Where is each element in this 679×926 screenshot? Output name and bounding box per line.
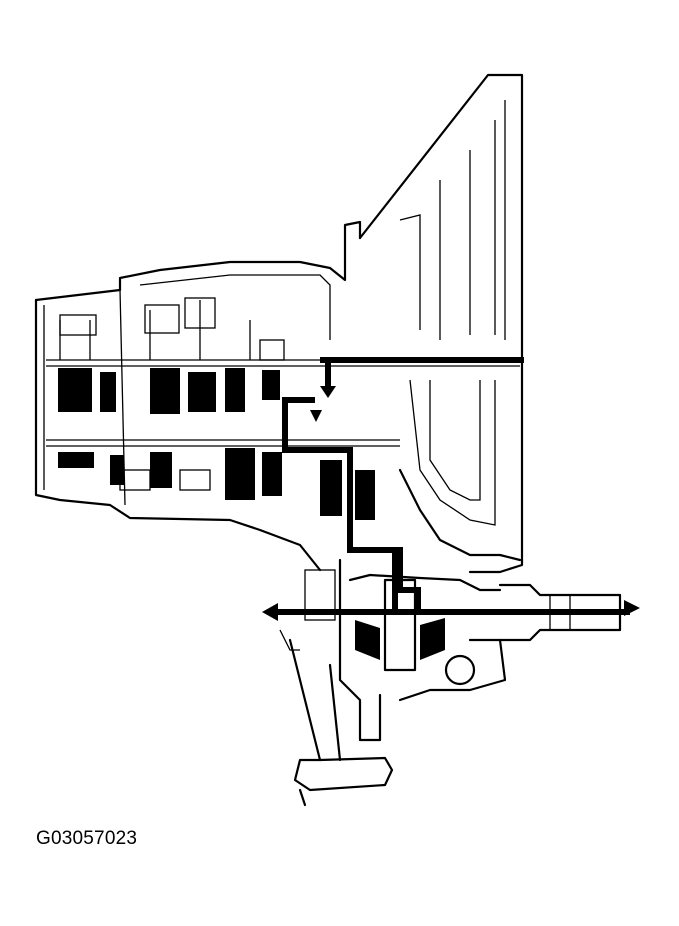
output-shaft-assembly <box>46 439 400 520</box>
transaxle-cross-section-diagram <box>34 73 640 807</box>
differential-assembly <box>304 558 622 742</box>
transaxle-outer-housing <box>34 73 524 574</box>
figure-id-label: G03057023 <box>36 828 138 849</box>
input-shaft-assembly <box>46 297 520 414</box>
mounting-bracket <box>279 629 394 807</box>
